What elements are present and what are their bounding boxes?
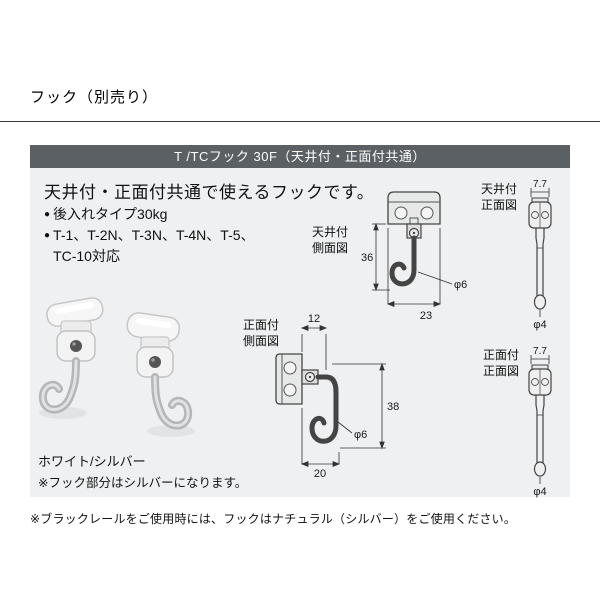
bullet-marker: ● (44, 230, 51, 241)
dim-dia-label: φ4 (533, 319, 546, 331)
rail-cross-section (387, 191, 441, 225)
dim-width-label: 23 (420, 310, 432, 322)
dim-width-label: 7.7 (533, 346, 547, 357)
hook-right (126, 312, 195, 437)
panel-note: ※フック部分はシルバーになります。 (38, 476, 248, 490)
screw-hole-icon (70, 340, 82, 352)
feature-text: T-1、T-2N、T-3N、T-4N、T-5、 TC-10対応 (53, 227, 255, 264)
label-ceiling-side-view: 天井付 側面図 (312, 225, 349, 255)
dim-height-label: 38 (387, 401, 399, 413)
product-headline: 天井付・正面付共通で使えるフックです。 (44, 183, 375, 202)
product-panel: T /TCフック 30F（天井付・正面付共通） 天井付・正面付共通で使えるフック… (30, 145, 570, 498)
hook-profile (389, 235, 417, 287)
dim-width-label: 7.7 (533, 179, 547, 190)
screw-hole-icon (149, 356, 161, 368)
label-ceiling-front-view: 天井付 正面図 (481, 182, 518, 212)
dim-hook-dia-label: φ6 (354, 429, 367, 441)
dim-top-label: 12 (308, 313, 320, 325)
hook-profile (309, 374, 339, 444)
dim-dia-label: φ4 (533, 486, 546, 498)
diagram-front-side-view: 12 38 φ6 20 (275, 313, 399, 480)
rail-cross-section (275, 353, 303, 405)
hook-tip-front (533, 461, 547, 477)
dim-width-label: 20 (314, 468, 326, 480)
diagram-ceiling-front-view: 7.7 φ4 (528, 179, 552, 331)
diagram-ceiling-side-view: 36 23 φ6 (361, 191, 467, 322)
feature-text: 後入れタイプ30kg (53, 206, 168, 222)
feature-list: ● 後入れタイプ30kg ● T-1、T-2N、T-3N、T-4N、T-5、 T… (44, 204, 255, 267)
label-front-side-view: 正面付 側面図 (243, 318, 280, 348)
dim-height-label: 36 (361, 252, 373, 264)
hook-left (38, 297, 104, 419)
page-footnote: ※ブラックレールをご使用時には、フックはナチュラル（シルバー）をご使用ください。 (30, 512, 517, 526)
list-item: ● T-1、T-2N、T-3N、T-4N、T-5、 TC-10対応 (44, 225, 255, 267)
page-title: フック（別売り） (30, 89, 159, 106)
dim-hook-dia-label: φ6 (454, 279, 467, 291)
hook-tip-front (533, 294, 547, 310)
panel-header: T /TCフック 30F（天井付・正面付共通） (30, 145, 570, 168)
label-front-front-view: 正面付 正面図 (483, 348, 520, 378)
bullet-marker: ● (44, 209, 51, 220)
list-item: ● 後入れタイプ30kg (44, 204, 255, 225)
color-variant-label: ホワイト/シルバー (38, 454, 146, 469)
diagram-front-front-view: 7.7 φ4 (528, 346, 552, 498)
product-photo-hooks (38, 297, 195, 437)
title-divider (0, 121, 600, 122)
